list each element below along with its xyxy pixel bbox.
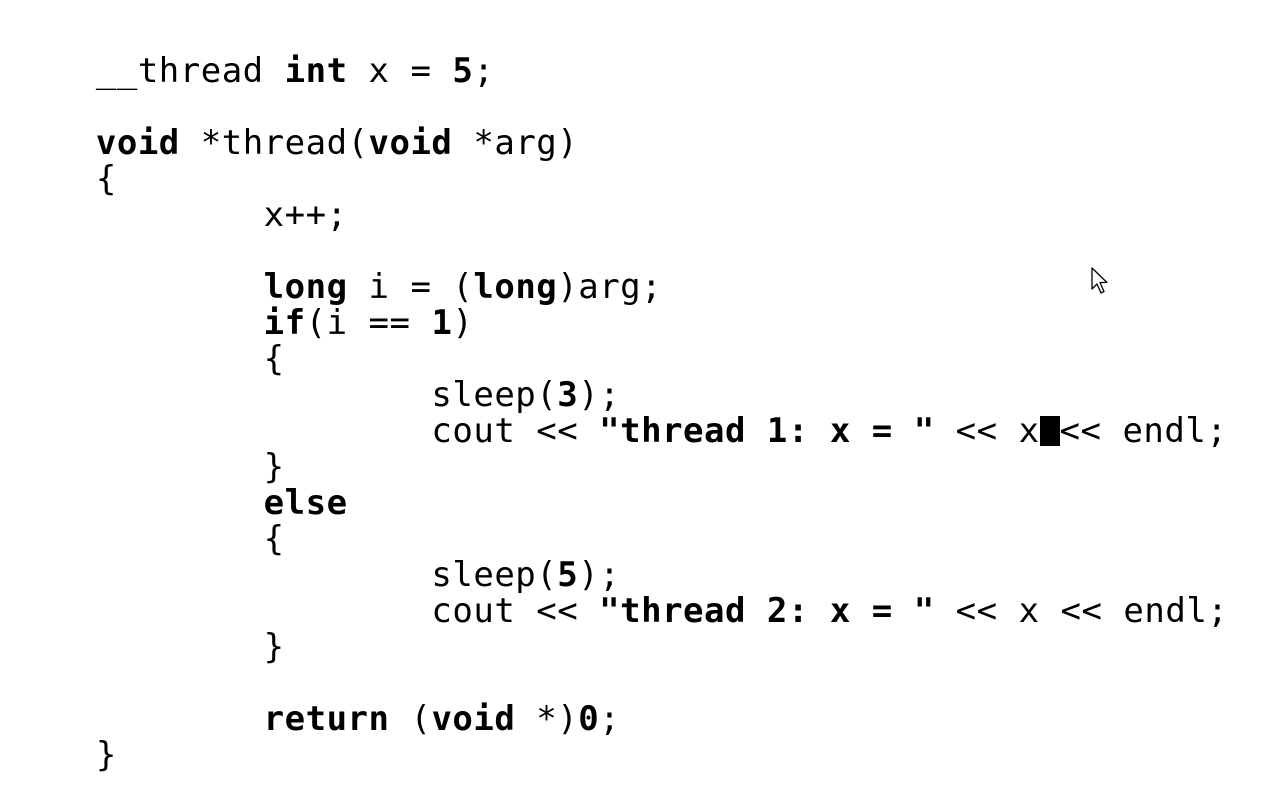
code-token: ; [599, 699, 621, 739]
code-line-16: cout << "thread 2: x = " << x << endl; [12, 557, 1228, 629]
code-token: ) [452, 303, 474, 343]
keyword-token: else [263, 483, 348, 523]
number-token: 0 [578, 699, 600, 739]
code-token: sleep( [95, 375, 558, 415]
code-token: *) [515, 699, 579, 739]
code-token: << endl; [1059, 411, 1228, 451]
code-line-9: { [12, 305, 285, 377]
keyword-token: long [263, 267, 348, 307]
code-token [96, 699, 264, 739]
code-token: sleep( [95, 555, 558, 595]
code-token: } [95, 627, 285, 667]
code-line-7: long i = (long)arg; [12, 233, 662, 305]
code-token: ); [578, 555, 621, 595]
code-line-15: sleep(5); [12, 521, 620, 593]
code-line-3: void *thread(void *arg) [12, 89, 578, 161]
code-token: *thread( [179, 123, 369, 163]
code-token: i = ( [347, 267, 474, 307]
code-editor[interactable]: __thread int x = 5; void *thread(void *a… [0, 0, 1276, 773]
code-token: { [95, 159, 117, 199]
string-token: "thread 1: x = " [599, 411, 935, 451]
code-line-19: return (void *)0; [12, 665, 620, 737]
code-token: cout << [95, 591, 600, 631]
code-token: )arg; [557, 267, 663, 307]
code-token: x++; [95, 195, 348, 235]
keyword-token: if [263, 303, 306, 343]
keyword-token: int [284, 51, 348, 91]
code-token: << x [934, 411, 1040, 451]
code-line-17: } [12, 593, 285, 665]
code-line-20: } [12, 701, 117, 773]
code-token: *arg) [452, 123, 579, 163]
code-line-12: } [12, 413, 285, 485]
text-cursor-icon [1039, 416, 1060, 446]
code-line-13: else [12, 449, 348, 521]
mouse-pointer-icon [1091, 267, 1108, 294]
code-token: ( [389, 699, 432, 739]
code-token: ); [578, 375, 621, 415]
code-token: { [95, 519, 285, 559]
code-token: } [95, 447, 285, 487]
code-line-4: { [12, 125, 117, 197]
keyword-token: void [368, 123, 453, 163]
code-token: ; [473, 51, 495, 91]
code-token: << x << endl; [934, 591, 1229, 631]
string-token: "thread 2: x = " [599, 591, 935, 631]
number-token: 3 [557, 375, 579, 415]
code-line-14: { [12, 485, 285, 557]
code-line-11: cout << "thread 1: x = " << x << endl; [12, 377, 1227, 449]
code-token: (i == [305, 303, 432, 343]
number-token: 5 [557, 555, 579, 595]
number-token: 1 [431, 303, 453, 343]
keyword-token: void [431, 699, 516, 739]
keyword-token: return [263, 699, 390, 739]
code-token: __thread [95, 51, 285, 91]
code-token: cout << [95, 411, 600, 451]
code-token: } [95, 735, 117, 775]
code-token: { [95, 339, 285, 379]
code-line-1: __thread int x = 5; [12, 17, 494, 89]
code-token: x = [347, 51, 453, 91]
number-token: 5 [452, 51, 474, 91]
code-line-5: x++; [12, 161, 348, 233]
code-line-10: sleep(3); [12, 341, 620, 413]
keyword-token: void [95, 123, 180, 163]
code-line-8: if(i == 1) [12, 269, 473, 341]
keyword-token: long [473, 267, 558, 307]
